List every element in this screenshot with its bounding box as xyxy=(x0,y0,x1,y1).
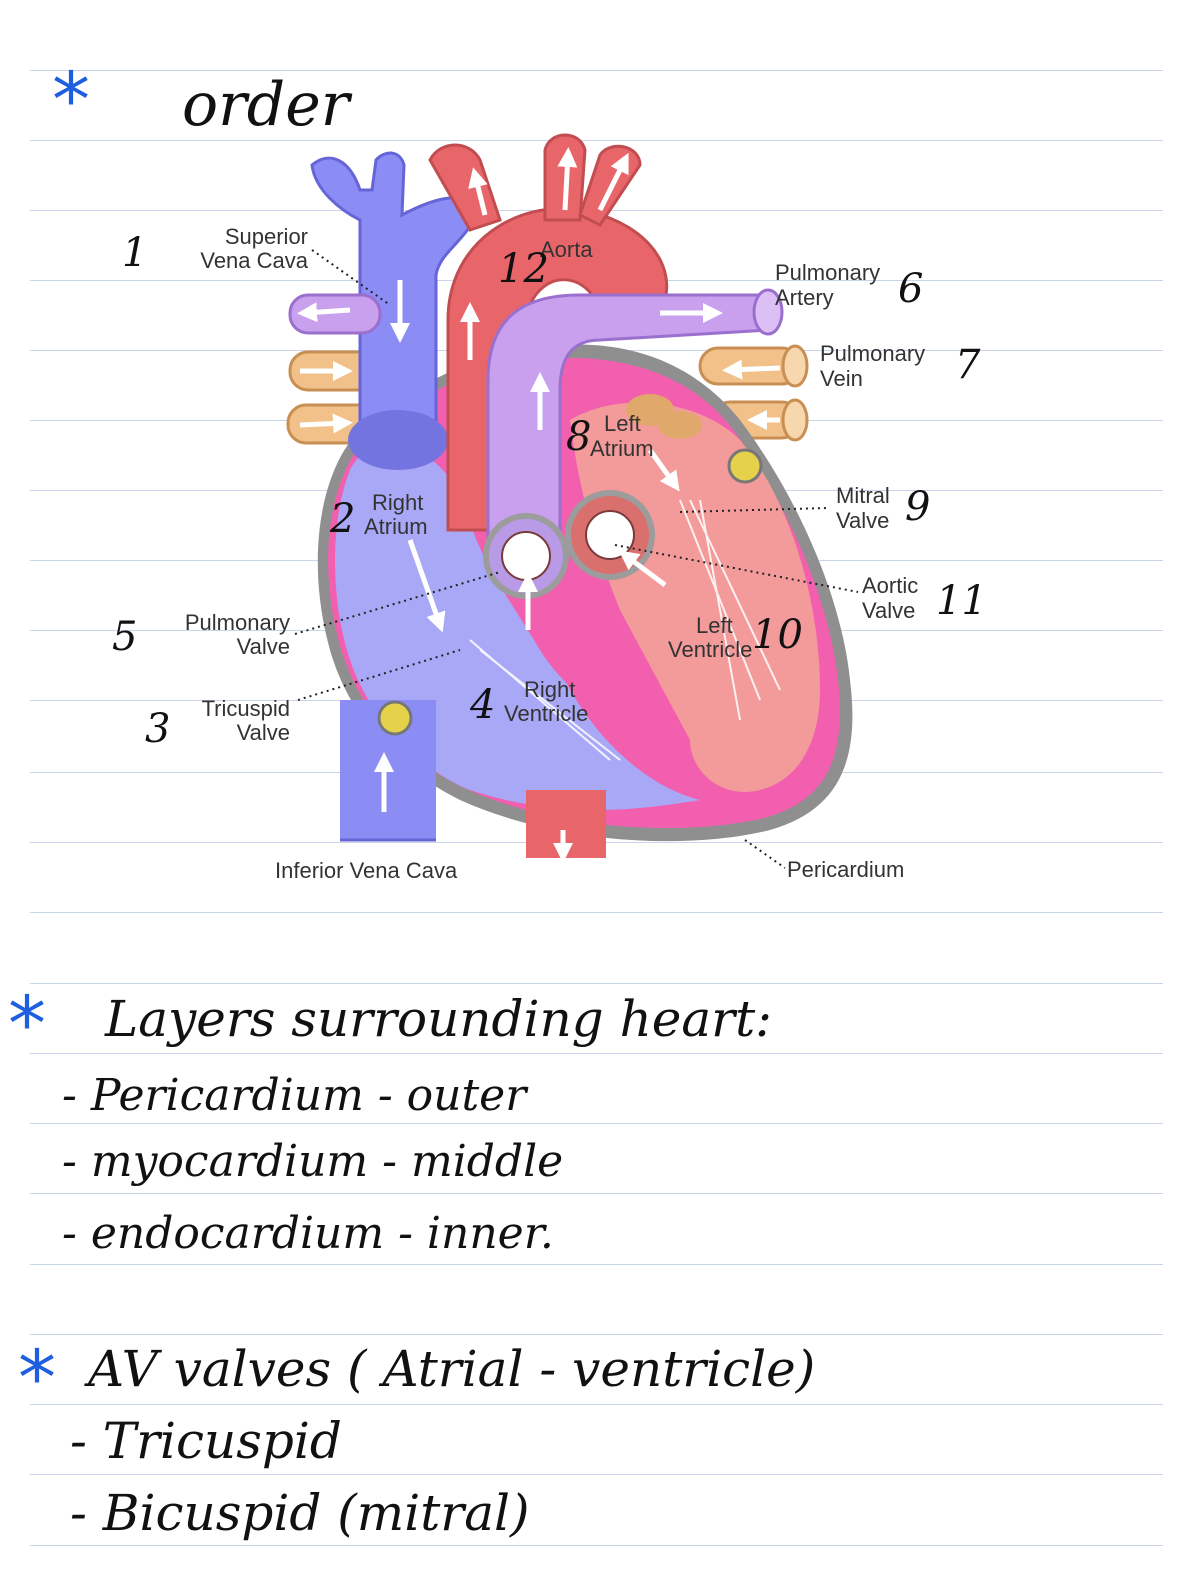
ruled-line xyxy=(30,1474,1163,1475)
label-right-atrium-1: Right xyxy=(372,490,423,515)
label-aorta: Aorta xyxy=(540,237,593,262)
star-bullet-icon: * xyxy=(8,979,46,1068)
av-valve-item: - Bicuspid (mitral) xyxy=(70,1484,530,1542)
av-valve-item: - Tricuspid xyxy=(70,1412,342,1470)
pulmonary-artery xyxy=(486,288,784,547)
label-mitral-valve-2: Valve xyxy=(836,508,889,533)
ruled-line xyxy=(30,1404,1163,1405)
order-number-6: 6 xyxy=(898,266,923,312)
label-left-ventricle-2: Ventricle xyxy=(668,637,752,662)
label-inferior-vena-cava: Inferior Vena Cava xyxy=(275,858,458,883)
ruled-line xyxy=(30,140,1163,141)
label-right-atrium-2: Atrium xyxy=(364,514,428,539)
layer-item: - endocardium - inner. xyxy=(62,1208,554,1259)
label-aortic-valve-2: Valve xyxy=(862,598,915,623)
label-tricuspid-valve-1: Tricuspid xyxy=(202,696,290,721)
order-number-12: 12 xyxy=(498,246,549,292)
layers-heading: Layers surrounding heart: xyxy=(105,990,773,1048)
order-number-7: 7 xyxy=(955,342,981,388)
descending-aorta xyxy=(526,790,606,858)
layer-item: - myocardium - middle xyxy=(62,1136,564,1187)
label-pulmonary-vein-1: Pulmonary xyxy=(820,341,925,366)
order-numbers: 1 2 3 4 5 6 7 8 9 10 11 12 xyxy=(112,230,987,752)
flow-arrows xyxy=(297,147,781,863)
order-heading: order xyxy=(182,70,350,140)
label-pulmonary-artery-1: Pulmonary xyxy=(775,260,880,285)
star-bullet-icon: * xyxy=(52,55,90,144)
chordae-tendineae xyxy=(469,499,781,761)
order-number-8: 8 xyxy=(566,414,591,460)
ruled-line xyxy=(30,1264,1163,1265)
label-pulmonary-vein-2: Vein xyxy=(820,366,863,391)
septum xyxy=(540,580,700,800)
label-pericardium: Pericardium xyxy=(787,857,904,882)
label-pulmonary-valve-1: Pulmonary xyxy=(185,610,290,635)
label-superior-vena-cava-2: Vena Cava xyxy=(200,248,308,273)
label-aortic-valve-1: Aortic xyxy=(862,573,918,598)
leader-lines xyxy=(294,249,859,869)
layer-item: - Pericardium - outer xyxy=(62,1070,527,1121)
order-number-3: 3 xyxy=(145,706,170,752)
label-pulmonary-artery-2: Artery xyxy=(775,285,834,310)
av-valves-heading: AV valves ( Atrial - ventricle) xyxy=(88,1340,816,1398)
label-left-atrium-1: Left xyxy=(604,411,641,436)
label-right-ventricle-1: Right xyxy=(524,677,575,702)
order-number-10: 10 xyxy=(752,612,803,658)
label-superior-vena-cava-1: Superior xyxy=(225,224,308,249)
label-tricuspid-valve-2: Valve xyxy=(237,720,290,745)
label-left-ventricle-1: Left xyxy=(696,613,733,638)
ruled-line xyxy=(30,983,1163,984)
ruled-line xyxy=(30,1053,1163,1054)
label-left-atrium-2: Atrium xyxy=(590,436,654,461)
heart-diagram: Superior Vena Cava Aorta Pulmonary Arter… xyxy=(112,133,987,883)
label-right-ventricle-2: Ventricle xyxy=(504,701,588,726)
ruled-line xyxy=(30,70,1163,71)
order-number-1: 1 xyxy=(122,230,147,276)
ruled-line xyxy=(30,1545,1163,1546)
ruled-line xyxy=(30,912,1163,913)
star-bullet-icon: * xyxy=(18,1333,56,1422)
order-number-2: 2 xyxy=(329,496,355,542)
order-number-9: 9 xyxy=(905,484,930,530)
ruled-line xyxy=(30,1334,1163,1335)
order-number-5: 5 xyxy=(112,614,137,660)
ruled-line xyxy=(30,1193,1163,1194)
diagram-labels: Superior Vena Cava Aorta Pulmonary Arter… xyxy=(185,224,925,883)
order-number-4: 4 xyxy=(469,682,495,728)
label-pulmonary-valve-2: Valve xyxy=(237,634,290,659)
ruled-line xyxy=(30,1123,1163,1124)
order-number-11: 11 xyxy=(936,578,987,624)
label-mitral-valve-1: Mitral xyxy=(836,483,890,508)
